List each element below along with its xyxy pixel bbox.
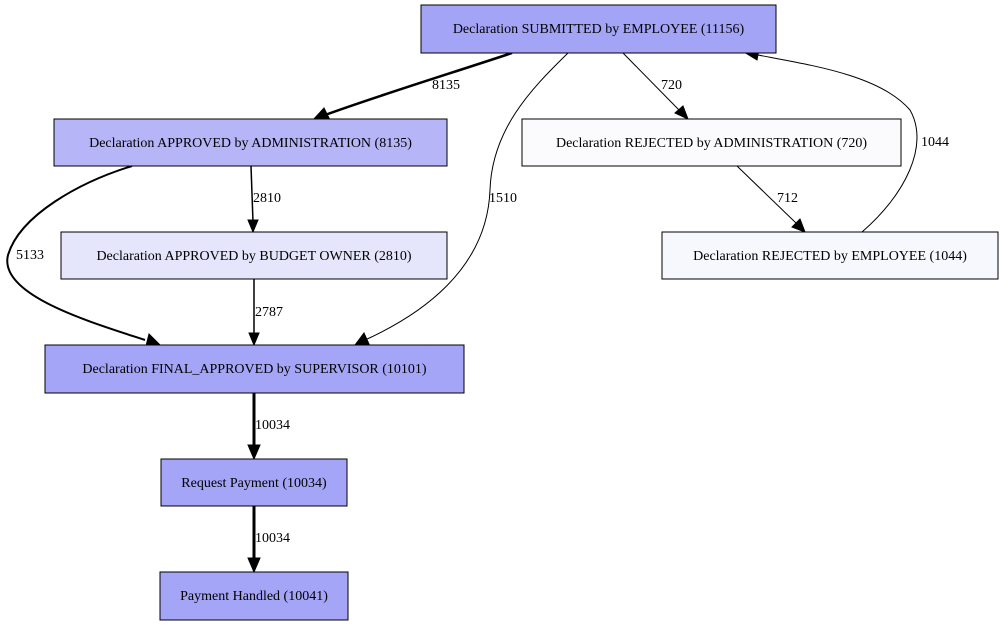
edge-label-1510: 1510 bbox=[489, 191, 517, 206]
node-label: Declaration APPROVED by BUDGET OWNER (28… bbox=[96, 249, 411, 264]
node-label: Request Payment (10034) bbox=[181, 476, 327, 491]
node-label: Declaration APPROVED by ADMINISTRATION (… bbox=[89, 136, 412, 151]
edge-request-payment-to-payment-handled bbox=[247, 506, 261, 574]
edge-rejected-admin-to-rejected-employee bbox=[736, 165, 806, 233]
edge-budget-owner-to-final-approved bbox=[248, 279, 260, 347]
edge-submitted-to-rejected-admin bbox=[622, 52, 689, 120]
edge-label-712: 712 bbox=[777, 191, 798, 206]
node-approved-by-administration[interactable]: Declaration APPROVED by ADMINISTRATION (… bbox=[53, 118, 448, 167]
node-label: Declaration REJECTED by EMPLOYEE (1044) bbox=[693, 249, 967, 264]
node-label: Declaration FINAL_APPROVED by SUPERVISOR… bbox=[82, 362, 427, 377]
node-payment-handled[interactable]: Payment Handled (10041) bbox=[159, 571, 349, 621]
edge-final-approved-to-request-payment bbox=[247, 393, 261, 461]
edge-approved-admin-to-budget-owner bbox=[247, 165, 259, 234]
edge-submitted-to-final-approved bbox=[353, 52, 569, 346]
edge-approved-admin-to-final-approved bbox=[6, 165, 162, 347]
node-submitted-by-employee[interactable]: Declaration SUBMITTED by EMPLOYEE (11156… bbox=[420, 4, 777, 54]
edge-label-2810: 2810 bbox=[253, 191, 281, 206]
node-approved-by-budget-owner[interactable]: Declaration APPROVED by BUDGET OWNER (28… bbox=[60, 231, 448, 280]
edge-label-8135: 8135 bbox=[432, 78, 460, 93]
node-label: Declaration REJECTED by ADMINISTRATION (… bbox=[556, 136, 867, 151]
node-label: Payment Handled (10041) bbox=[180, 589, 328, 604]
edge-submitted-to-approved-admin bbox=[311, 51, 513, 121]
node-rejected-by-administration[interactable]: Declaration REJECTED by ADMINISTRATION (… bbox=[521, 118, 902, 167]
edge-label-5133: 5133 bbox=[16, 248, 44, 263]
edge-label-10034-a: 10034 bbox=[255, 418, 290, 433]
node-label: Declaration SUBMITTED by EMPLOYEE (11156… bbox=[453, 22, 745, 37]
node-rejected-by-employee[interactable]: Declaration REJECTED by EMPLOYEE (1044) bbox=[661, 231, 999, 280]
edge-label-1044: 1044 bbox=[921, 135, 949, 150]
node-request-payment[interactable]: Request Payment (10034) bbox=[160, 458, 348, 507]
edge-label-720: 720 bbox=[661, 78, 682, 93]
edge-label-2787: 2787 bbox=[255, 305, 283, 320]
node-final-approved-by-supervisor[interactable]: Declaration FINAL_APPROVED by SUPERVISOR… bbox=[44, 344, 465, 394]
edge-label-10034-b: 10034 bbox=[255, 531, 290, 546]
